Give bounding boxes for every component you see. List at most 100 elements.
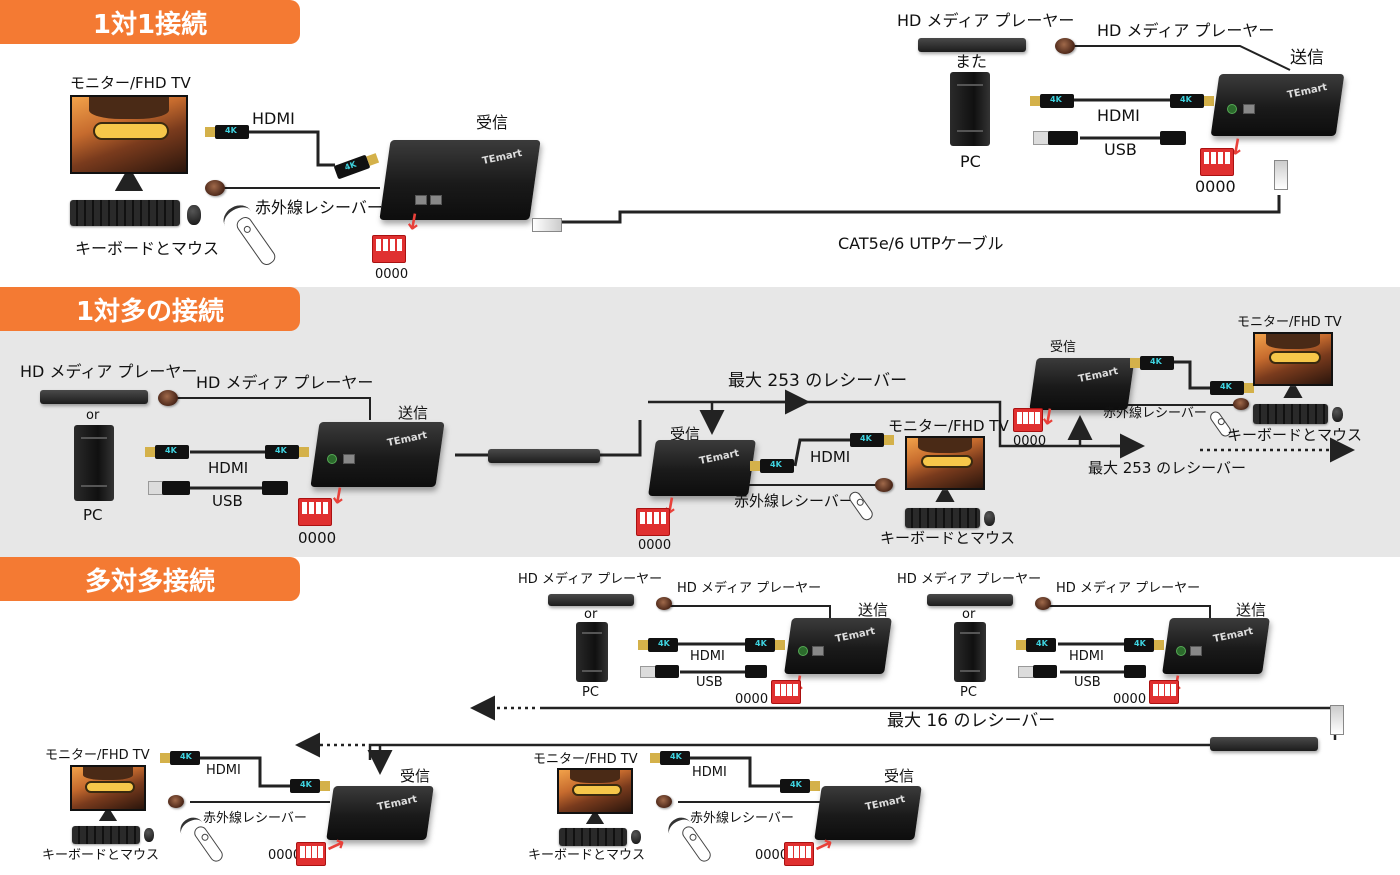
usb-plug-body [745,665,767,678]
hdmi-plug-icon: 4K [1210,381,1254,395]
monitor-label-d: モニター/FHD TV [533,752,638,767]
dip-switch-icon [372,235,406,263]
hdmi-label-c: HDMI [206,763,241,778]
usb-plug-body [1033,665,1057,678]
hdmi-plug-icon: 4K [160,751,200,765]
hdmi-label-a: HDMI [690,649,725,664]
mouse-icon [187,205,201,225]
hdmi-label-2: HDMI [810,448,851,466]
hdmi-plug-icon: 4K [290,779,330,793]
keyboard-mouse-label-d: キーボードとマウス [528,848,646,863]
hdmi-plug-icon: 4K [205,125,249,139]
hdmi-plug-icon: 4K [1030,94,1074,108]
hdmi-cable-1 [245,130,335,167]
transmitter-device: TEmart [784,618,892,674]
monitor-icon [70,765,146,821]
dip-code-a: 0000 [735,692,769,707]
switch-icon [1210,737,1318,751]
or-label: or [86,408,100,423]
dip-code-d: 0000 [755,848,789,863]
monitor-icon [905,436,985,502]
hdmi-plug-icon: 4K [1016,638,1056,652]
receiver-label: 受信 [476,113,509,132]
receiver-device: TEmart [814,786,922,840]
mouse-icon [631,830,641,844]
usb-plug-body [262,481,288,495]
monitor-icon [557,768,633,824]
keyboard-icon [72,826,140,844]
usb-label: USB [212,492,243,510]
dip-switch-icon [771,680,801,704]
dip-code-2: 0000 [1195,177,1236,196]
dip-switch-icon [1149,680,1179,704]
receiver-device: TEmart [648,440,756,496]
dip-switch-icon [1200,148,1234,176]
pc-tower-icon [954,622,986,682]
pc-label-a: PC [582,685,599,700]
mouse-icon [1332,407,1343,422]
hdmi-plug-icon: 4K [1170,94,1214,108]
ir-cable-1b [1072,45,1291,71]
monitor-label: モニター/FHD TV [70,74,191,92]
rj45-plug-icon [532,218,562,232]
dip-switch-icon [296,842,326,866]
keyboard-mouse-label-c: キーボードとマウス [42,848,160,863]
usb-plug-icon [640,666,656,678]
ir-receiver-icon [158,390,178,406]
hdmi-plug-icon: 4K [638,638,678,652]
keyboard-mouse-label-2: キーボードとマウス [1227,426,1363,444]
pc-label-b: PC [960,685,977,700]
cat-cable-1 [560,195,1281,224]
receiver-device: TEmart [379,140,541,220]
usb-plug-icon [1033,131,1049,145]
dip-code: 0000 [298,529,337,547]
transmitter-device: TEmart [310,422,445,487]
tab-one-to-one: 1対1接続 [0,0,300,44]
cable-label: CAT5e/6 UTPケーブル [838,234,1004,253]
usb-label-a: USB [696,675,723,690]
keyboard-mouse-label: キーボードとマウス [75,239,220,258]
ir-receiver-icon [168,795,184,808]
hdmi-plug-icon: 4K [1124,638,1164,652]
or-label-a: or [584,607,598,622]
transmitter-label-b: 送信 [1236,601,1267,619]
usb-label-b: USB [1074,675,1101,690]
monitor-label-c: モニター/FHD TV [45,748,150,763]
hdmi-plug-icon: 4K [265,445,309,459]
hdmi-plug-icon: 4K [780,779,820,793]
hdmi-plug-icon: 4K [745,638,785,652]
max-receivers-label: 最大 16 のレシーバー [887,711,1056,731]
pc-tower-icon [74,425,114,501]
max-receivers-bottom: 最大 253 のレシーバー [1088,459,1247,477]
keyboard-icon [559,828,627,846]
rj45-plug-icon [1274,160,1288,190]
monitor-label: モニター/FHD TV [888,417,1009,435]
hdmi-label: HDMI [208,459,249,477]
receiver-label-d: 受信 [884,767,915,785]
receiver-device: TEmart [326,786,434,840]
monitor-icon [70,95,188,191]
ir-receiver-label-2: 赤外線レシーバー [1103,406,1207,421]
media-player-label-2: HD メディア プレーヤー [1097,21,1275,40]
hdmi-plug-icon: 4K [1130,356,1174,370]
dip-code-3: 0000 [1013,434,1047,449]
receiver-label-c: 受信 [400,767,431,785]
pc-tower-icon [576,622,608,682]
usb-plug-body [1048,131,1078,145]
ir-receiver-icon [1035,597,1051,610]
ir-receiver-icon [1055,38,1075,54]
transmitter-device: TEmart [1162,618,1270,674]
keyboard-mouse-label: キーボードとマウス [880,529,1016,547]
hdmi-plug-icon: 4K [650,751,690,765]
receiver-label: 受信 [670,425,701,443]
dip-switch-icon [784,842,814,866]
ir-receiver-icon [875,478,893,492]
dip-code-c: 0000 [268,848,302,863]
ir-receiver-icon [656,795,672,808]
dip-code-b: 0000 [1113,692,1147,707]
transmitter-label: 送信 [1290,48,1324,68]
usb-plug-icon [1018,666,1034,678]
receiver-label-2: 受信 [1050,340,1077,355]
or-label: また [955,52,988,71]
transmitter-device: TEmart [1210,74,1345,136]
